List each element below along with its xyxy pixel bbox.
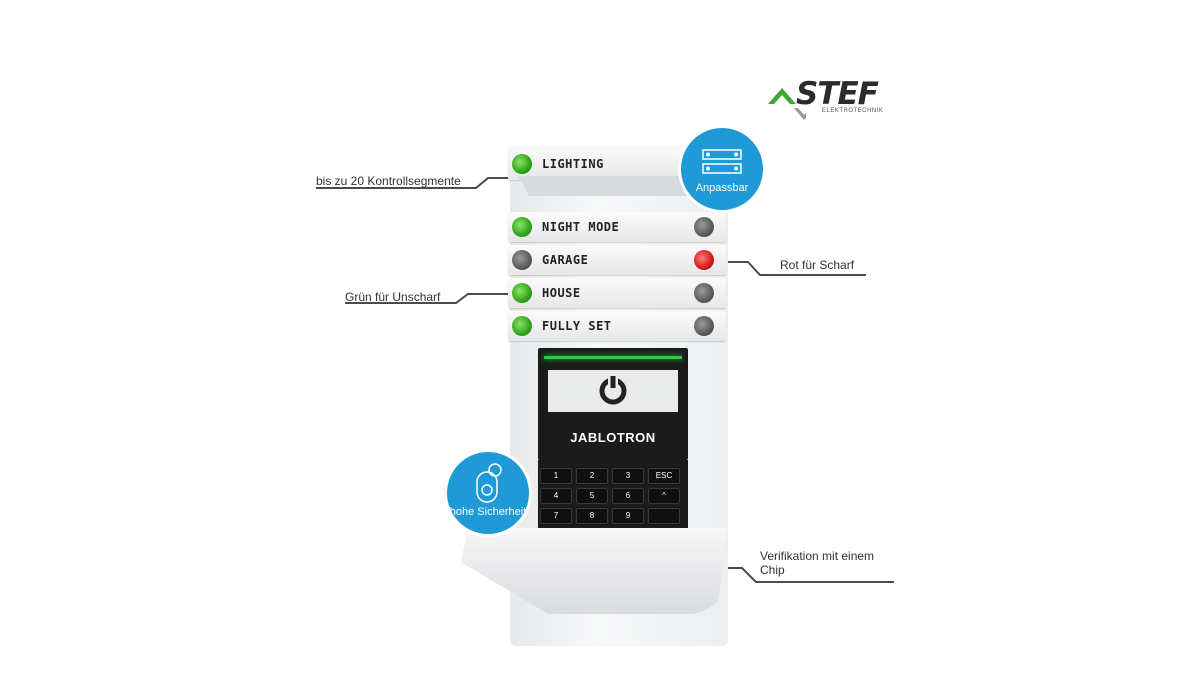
key-3[interactable]: 3 (612, 468, 644, 484)
status-light-bar (544, 356, 682, 359)
led-fully-set-green (512, 316, 532, 336)
key-2[interactable]: 2 (576, 468, 608, 484)
segment-label: FULLY SET (542, 319, 612, 333)
badge-customizable: Anpassbar (681, 128, 763, 210)
segments-icon (702, 149, 742, 174)
callout-chip-line2: Chip (760, 563, 785, 577)
segment-label: NIGHT MODE (542, 220, 620, 234)
segment-night-mode[interactable]: NIGHT MODE (508, 212, 726, 242)
led-night-mode-gray (694, 217, 714, 237)
power-logo-icon (599, 374, 627, 405)
key-4[interactable]: 4 (540, 488, 572, 504)
key-up[interactable]: ^ (648, 488, 680, 504)
key-7[interactable]: 7 (540, 508, 572, 524)
callout-segments: bis zu 20 Kontrollsegmente (316, 174, 461, 188)
badge-label: hohe Sicherheit (449, 506, 527, 518)
callout-green: Grün für Unscharf (345, 290, 441, 304)
keypad-device: LIGHTING NIGHT MODE GARAGE HOUSE FULLY S… (461, 136, 730, 646)
lcd-screen (548, 370, 678, 412)
key-6[interactable]: 6 (612, 488, 644, 504)
key-blank[interactable] (648, 508, 680, 524)
callout-chip: Verifikation mit einem Chip (760, 549, 874, 577)
line-green (345, 293, 520, 304)
key-fob-icon (476, 463, 502, 503)
display-frame: JABLOTRON (538, 348, 688, 460)
segment-label: LIGHTING (542, 157, 604, 171)
led-fully-set-gray (694, 316, 714, 336)
logo-chevron-icon (768, 88, 806, 120)
segment-house[interactable]: HOUSE (508, 278, 726, 308)
callout-chip-line1: Verifikation mit einem (760, 549, 875, 563)
stef-logo: STEF ELEKTROTECHNIK (766, 76, 888, 122)
key-esc[interactable]: ESC (648, 468, 680, 484)
segment-label: GARAGE (542, 253, 589, 267)
key-1[interactable]: 1 (540, 468, 572, 484)
led-garage-gray (512, 250, 532, 270)
segment-shell-open (518, 176, 703, 196)
segment-fully-set[interactable]: FULLY SET (508, 311, 726, 341)
key-5[interactable]: 5 (576, 488, 608, 504)
badge-security: hohe Sicherheit (447, 452, 529, 534)
logo-text: STEF (796, 76, 879, 112)
led-house-gray (694, 283, 714, 303)
led-garage-red (694, 250, 714, 270)
segment-label: HOUSE (542, 286, 581, 300)
logo-subtext: ELEKTROTECHNIK (822, 108, 884, 114)
key-8[interactable]: 8 (576, 508, 608, 524)
keypad: 1 2 3 ESC 4 5 6 ^ 7 8 9 (538, 460, 688, 540)
brand-label: JABLOTRON (570, 430, 656, 445)
led-lighting-green (512, 154, 532, 174)
callout-red: Rot für Scharf (780, 258, 855, 272)
segment-garage[interactable]: GARAGE (508, 245, 726, 275)
badge-label: Anpassbar (695, 182, 749, 194)
led-house-green (512, 283, 532, 303)
key-9[interactable]: 9 (612, 508, 644, 524)
led-night-mode-green (512, 217, 532, 237)
